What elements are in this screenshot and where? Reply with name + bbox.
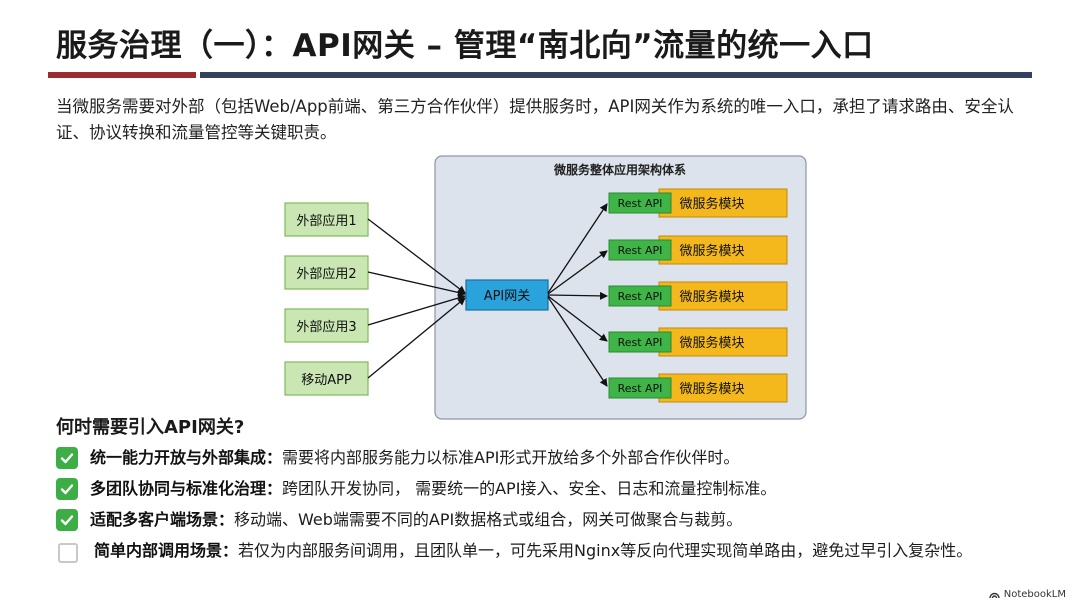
intro-paragraph: 当微服务需要对外部（包括Web/App前端、第三方合作伙伴）提供服务时，API网… [56, 97, 1014, 142]
microservice-1: Rest API 微服务模块 [608, 188, 788, 218]
list-item-text: 需要将内部服务能力以标准API形式开放给多个外部合作伙伴时。 [282, 448, 740, 467]
list-item: 适配多客户端场景：移动端、Web端需要不同的API数据格式或组合，网关可做聚合与… [56, 508, 1041, 532]
notebooklm-logo: NotebookLM [989, 589, 1066, 600]
list-item-title: 适配多客户端场景： [90, 510, 235, 529]
external-app-2-label: 外部应用2 [296, 266, 356, 282]
checked-checkbox-icon [56, 447, 78, 469]
microservice-2: Rest API 微服务模块 [608, 235, 788, 265]
arrow-gateway-to-service-4 [547, 295, 608, 342]
arrow-gateway-to-service-1 [547, 203, 608, 294]
external-app-1-label: 外部应用1 [296, 213, 356, 229]
logo-text: NotebookLM [1003, 589, 1066, 600]
microservice-5: Rest API 微服务模块 [608, 373, 788, 403]
section-heading: 何时需要引入API网关? [56, 417, 245, 438]
arrow-gateway-to-service-2 [547, 250, 608, 295]
microservice-module-label: 微服务模块 [679, 335, 744, 351]
microservice-module-label: 微服务模块 [679, 289, 744, 305]
rest-api-label: Rest API [618, 197, 663, 210]
rest-api-badge [608, 239, 672, 261]
external-app-1: 外部应用1 [284, 202, 369, 237]
title-rule [200, 72, 1032, 78]
list-item-text: 若仅为内部服务间调用，且团队单一，可先采用Nginx等反向代理实现简单路由，避免… [238, 541, 973, 560]
rest-api-label: Rest API [618, 382, 663, 395]
checked-checkbox-icon [56, 478, 78, 500]
arrow-app2-to-gateway [367, 271, 466, 297]
list-item-title: 统一能力开放与外部集成： [90, 448, 283, 467]
list-item-title: 简单内部调用场景： [94, 541, 239, 560]
architecture-container-label: 微服务整体应用架构体系 [553, 162, 686, 177]
microservice-module-label: 微服务模块 [679, 243, 744, 259]
title-rule-accent [48, 72, 196, 78]
microservice-3: Rest API 微服务模块 [608, 281, 788, 311]
criteria-list: 统一能力开放与外部集成：需要将内部服务能力以标准API形式开放给多个外部合作伙伴… [56, 446, 1041, 570]
microservice-module-label: 微服务模块 [679, 381, 744, 397]
arrow-app1-to-gateway [367, 218, 466, 294]
checked-checkbox-icon [56, 509, 78, 531]
external-app-3: 外部应用3 [284, 308, 369, 343]
rest-api-badge [608, 285, 672, 307]
rest-api-label: Rest API [618, 336, 663, 349]
mobile-app-label: 移动APP [301, 373, 352, 388]
rest-api-label: Rest API [618, 244, 663, 257]
list-item: 多团队协同与标准化治理：跨团队开发协同， 需要统一的API接入、安全、日志和流量… [56, 477, 1041, 501]
list-item-text: 移动端、Web端需要不同的API数据格式或组合，网关可做聚合与裁剪。 [234, 510, 743, 529]
rest-api-badge [608, 377, 672, 399]
list-item-text: 跨团队开发协同， 需要统一的API接入、安全、日志和流量控制标准。 [282, 479, 777, 498]
arrow-mobile-to-gateway [367, 297, 466, 379]
external-app-2: 外部应用2 [284, 255, 369, 290]
external-app-3-label: 外部应用3 [296, 319, 356, 335]
rest-api-badge [608, 192, 672, 214]
microservice-4: Rest API 微服务模块 [608, 327, 788, 357]
microservice-module-label: 微服务模块 [679, 196, 744, 212]
notebooklm-logo-icon [989, 592, 1000, 599]
rest-api-label: Rest API [618, 290, 663, 303]
api-gateway-label: API网关 [484, 289, 531, 304]
list-item-title: 多团队协同与标准化治理： [90, 479, 283, 498]
rest-api-badge [608, 331, 672, 353]
unchecked-checkbox-icon [58, 543, 78, 563]
list-item: 简单内部调用场景：若仅为内部服务间调用，且团队单一，可先采用Nginx等反向代理… [56, 539, 1041, 563]
arrow-gateway-to-service-5 [547, 296, 608, 387]
api-gateway: API网关 [465, 279, 549, 311]
page-title: 服务治理（一）：API网关 – 管理“南北向”流量的统一入口 [56, 28, 874, 64]
arrow-app3-to-gateway [367, 294, 466, 326]
arrow-gateway-to-service-3 [547, 291, 608, 300]
mobile-app: 移动APP [284, 361, 369, 396]
list-item: 统一能力开放与外部集成：需要将内部服务能力以标准API形式开放给多个外部合作伙伴… [56, 446, 1041, 470]
